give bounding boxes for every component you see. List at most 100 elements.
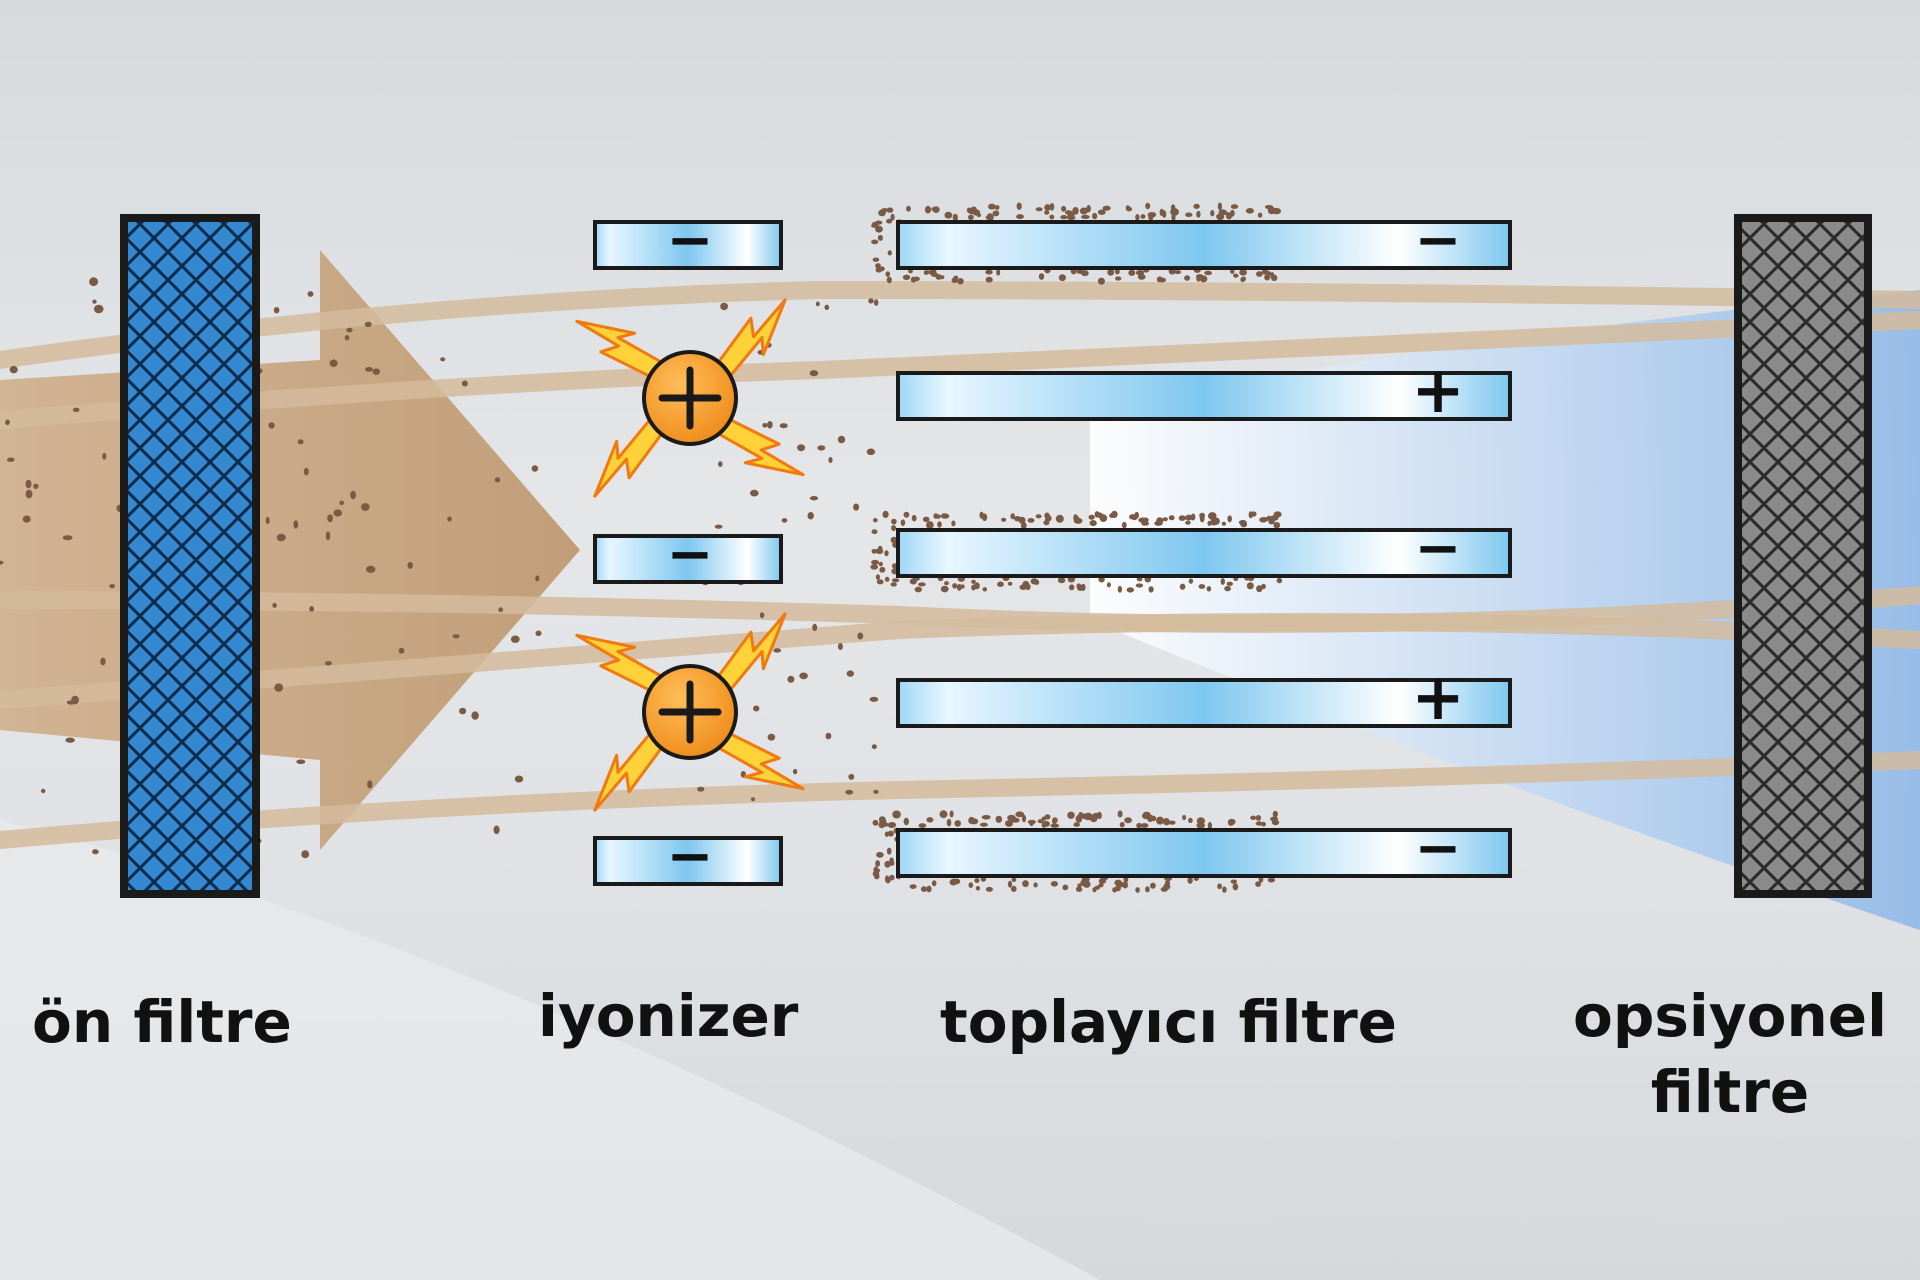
lightning-icon bbox=[575, 633, 668, 694]
dust-particle bbox=[848, 773, 855, 780]
dust-particle bbox=[939, 810, 948, 819]
dust-particle bbox=[911, 514, 917, 522]
dust-particle bbox=[72, 407, 80, 412]
ionizer-plate: − bbox=[593, 522, 783, 587]
dust-particle bbox=[1264, 274, 1271, 281]
dust-particle bbox=[931, 880, 937, 887]
dust-particle bbox=[940, 585, 949, 593]
dust-particle bbox=[1060, 215, 1068, 220]
ionizer-plate: − bbox=[593, 208, 783, 273]
dust-particle bbox=[884, 576, 890, 582]
dust-particle bbox=[1184, 275, 1191, 281]
dust-particle bbox=[1097, 811, 1102, 820]
dust-particle bbox=[1206, 586, 1212, 592]
airflow-ribbon bbox=[0, 613, 1920, 709]
dust-particle bbox=[1016, 202, 1022, 210]
dust-particle bbox=[1082, 814, 1087, 820]
dust-particle bbox=[792, 768, 798, 775]
dust-particle bbox=[1044, 210, 1050, 215]
dust-particle bbox=[1044, 512, 1050, 519]
dust-particle bbox=[759, 612, 765, 619]
dust-particle bbox=[902, 274, 911, 280]
dust-particle bbox=[1080, 880, 1087, 887]
dust-particle bbox=[1069, 584, 1075, 591]
dust-particle bbox=[994, 205, 1000, 210]
dust-particle bbox=[493, 825, 500, 835]
dust-particle bbox=[333, 509, 343, 517]
dust-particle bbox=[1185, 520, 1191, 525]
dust-particle bbox=[1022, 880, 1029, 888]
dust-particle bbox=[1207, 520, 1212, 526]
dust-particle bbox=[1114, 268, 1120, 275]
dust-particle bbox=[909, 578, 917, 585]
dust-particle bbox=[797, 444, 806, 452]
dust-particle bbox=[767, 733, 776, 741]
dust-particle bbox=[1267, 877, 1276, 883]
dust-particle bbox=[459, 707, 467, 715]
dust-particle bbox=[1097, 277, 1105, 285]
dust-particle bbox=[272, 602, 277, 608]
dust-particle bbox=[869, 696, 879, 702]
dust-particle bbox=[873, 518, 878, 523]
dust-particle bbox=[1185, 514, 1193, 521]
dust-particle bbox=[857, 632, 864, 640]
dust-particle bbox=[329, 359, 338, 367]
dust-particle bbox=[1135, 214, 1140, 221]
pre-filter bbox=[120, 214, 260, 898]
dust-particle bbox=[920, 886, 928, 892]
dust-particle bbox=[1168, 820, 1176, 825]
dust-particle bbox=[1193, 203, 1200, 209]
dust-particle bbox=[1162, 210, 1167, 218]
dust-particle bbox=[981, 815, 991, 820]
dust-particle bbox=[1027, 518, 1035, 523]
dust-particle bbox=[1227, 515, 1232, 523]
dust-particle bbox=[1117, 810, 1123, 818]
dust-particle bbox=[1245, 208, 1254, 214]
dust-particle bbox=[367, 780, 373, 789]
dust-particle bbox=[1121, 521, 1127, 529]
dust-particle bbox=[1016, 214, 1024, 220]
dust-particle bbox=[799, 672, 808, 680]
dust-particle bbox=[871, 548, 877, 554]
dust-particle bbox=[1007, 581, 1013, 586]
dust-particle bbox=[1241, 276, 1246, 282]
dust-particle bbox=[1086, 205, 1091, 213]
dust-particle bbox=[461, 380, 468, 387]
collector-plate: − bbox=[896, 208, 1512, 273]
dust-particle bbox=[779, 423, 788, 429]
dust-particle bbox=[273, 307, 280, 314]
dust-particle bbox=[498, 607, 504, 613]
dust-particle bbox=[992, 210, 1000, 217]
dust-particle bbox=[825, 732, 832, 740]
dust-particle bbox=[871, 239, 879, 245]
dust-particle bbox=[891, 518, 897, 525]
dust-particle bbox=[1268, 519, 1275, 525]
dust-particle bbox=[1221, 521, 1227, 526]
dust-particle bbox=[890, 536, 898, 544]
dust-particle bbox=[1248, 511, 1253, 519]
dust-particle bbox=[1001, 517, 1007, 522]
dust-particle bbox=[886, 207, 894, 213]
dust-particle bbox=[1102, 205, 1111, 211]
lightning-icon bbox=[713, 612, 787, 696]
dust-particle bbox=[1190, 513, 1196, 521]
dust-particle bbox=[773, 648, 782, 653]
dust-particle bbox=[910, 276, 917, 283]
ionizer-plate-sign: − bbox=[667, 522, 714, 587]
optional-filter-label-line1: opsiyonel bbox=[1573, 982, 1887, 1050]
dust-particle bbox=[846, 670, 854, 677]
dust-particle bbox=[812, 623, 818, 632]
dust-particle bbox=[1196, 210, 1201, 218]
dust-particle bbox=[1005, 820, 1013, 827]
ionizer-plate-sign: − bbox=[667, 824, 714, 889]
dust-particle bbox=[494, 477, 501, 483]
dust-particle bbox=[1230, 879, 1238, 884]
dust-particle bbox=[931, 206, 939, 212]
dust-particle bbox=[1142, 812, 1151, 820]
ionizer-label: iyonizer bbox=[538, 982, 799, 1050]
dust-particle bbox=[1033, 882, 1038, 888]
collector-plate-sign: − bbox=[1415, 816, 1462, 881]
dust-particle bbox=[1014, 516, 1021, 522]
dust-particle bbox=[1187, 876, 1193, 884]
